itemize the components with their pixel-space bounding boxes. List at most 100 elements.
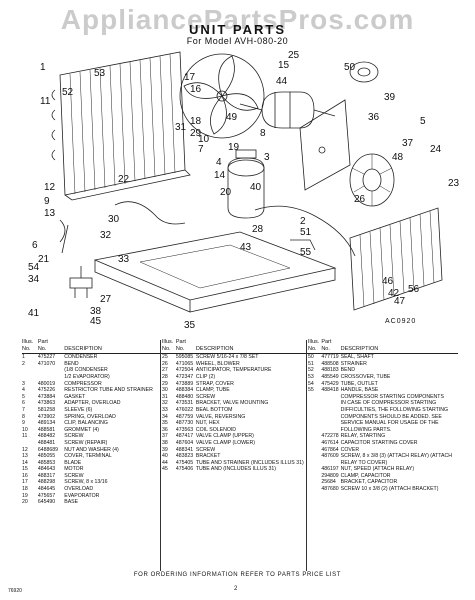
description-cell: EVAPORATOR [64, 492, 100, 499]
description-cell: SCREW (REPAIR) [64, 439, 108, 446]
part-no-cell: 477719 [321, 354, 339, 361]
description-cell: SCREW [64, 433, 84, 440]
part-row: IN CASE OF COMPRESSOR STARTING DIFFICULT… [308, 400, 458, 433]
callout-number: 54 [28, 262, 40, 273]
description-cell: 1/2 EVAPORATOR) [64, 373, 110, 380]
callout-number: 32 [100, 230, 112, 241]
callout-number: 50 [344, 62, 356, 73]
illus-no-cell: 29 [162, 380, 168, 387]
description-cell: SCREW, 8 x 3/8 (3) (ATTACH RELAY) (ATTAC… [340, 453, 452, 466]
illus-no-cell [308, 479, 321, 486]
part-no-cell: 471065 [175, 360, 194, 367]
description-cell: CLAMP, CAPACITOR [340, 472, 391, 479]
part-no-cell: 488298 [37, 479, 56, 486]
part-no-cell: 487609 [321, 453, 339, 460]
callout-number: 35 [184, 320, 196, 331]
description-cell: TUBE, OUTLET [340, 380, 378, 387]
callout-number: 5 [420, 116, 426, 127]
description-cell: NUT, SPEED (ATTACH RELAY) [340, 466, 415, 473]
description-cell: BRACKET, CAPACITOR [340, 479, 398, 486]
column-divider [160, 340, 161, 571]
part-no-cell: 581258 [37, 406, 56, 413]
callout-number: 39 [384, 92, 396, 103]
callout-number: 12 [44, 182, 56, 193]
part-no-cell: 25684 [321, 479, 336, 486]
callout-number: 36 [368, 112, 380, 123]
part-no-cell [321, 394, 340, 401]
callout-number: 14 [214, 170, 226, 181]
part-no-cell: 471070 [37, 360, 56, 367]
callout-number: 4 [216, 157, 222, 168]
callout-number: 16 [190, 84, 202, 95]
callout-number: 56 [408, 284, 420, 295]
part-no-cell: 487730 [175, 420, 194, 427]
part-no-cell: 595085 [175, 354, 194, 361]
description-cell: NUT, HEX [195, 420, 220, 427]
part-no-header: Part No. [175, 339, 196, 355]
part-no-cell: 487604 [175, 439, 194, 446]
illus-no-cell [308, 486, 321, 493]
part-no-cell: 476022 [175, 406, 194, 413]
callout-number: 23 [448, 178, 460, 189]
part-no-cell: 488480 [175, 393, 194, 400]
column-divider [306, 340, 307, 571]
description-cell: ANTICIPATOR, TEMPERATURE [195, 367, 272, 374]
illus-no-cell: 36 [162, 426, 168, 433]
description-cell: SLEEVE (6) [64, 406, 93, 413]
shaft-seal [349, 61, 379, 83]
illus-no-cell [308, 447, 321, 454]
illus-no-cell: 32 [162, 400, 168, 407]
tube-line [254, 205, 356, 257]
callout-number: 31 [175, 122, 187, 133]
part-no-cell: 294809 [321, 472, 339, 479]
illus-no-cell: 12 [22, 446, 28, 453]
illus-no-cell: 28 [162, 373, 168, 380]
illus-no-cell [22, 367, 38, 374]
part-no-cell: 472278 [321, 433, 339, 440]
illus-no-cell: 52 [308, 367, 314, 374]
part-no-cell [38, 367, 64, 374]
callout-number: 28 [252, 224, 264, 235]
description-cell: HANDLE, BASE [340, 387, 379, 394]
illus-no-cell: 8 [22, 413, 25, 420]
callout-number: 51 [300, 227, 312, 238]
description-header: DESCRIPTION [340, 339, 458, 355]
illus-no-cell: 40 [162, 453, 168, 460]
part-no-cell: 488481 [37, 439, 56, 446]
illus-no-cell: 37 [162, 433, 168, 440]
callout-number: 13 [44, 208, 56, 219]
illus-no-cell: 38 [162, 439, 168, 446]
fan-blade [179, 53, 265, 139]
callout-number: 20 [220, 187, 232, 198]
part-no-cell: 473531 [175, 400, 194, 407]
description-cell: ADAPTER, OVERLOAD [64, 400, 121, 407]
part-no-cell: 487680 [321, 486, 339, 493]
part-no-cell: 488508 [321, 360, 339, 367]
part-no-cell: 487759 [175, 413, 194, 420]
part-no-cell: 480019 [37, 380, 56, 387]
illus-no-cell [308, 466, 321, 473]
callout-number: 21 [38, 254, 50, 265]
